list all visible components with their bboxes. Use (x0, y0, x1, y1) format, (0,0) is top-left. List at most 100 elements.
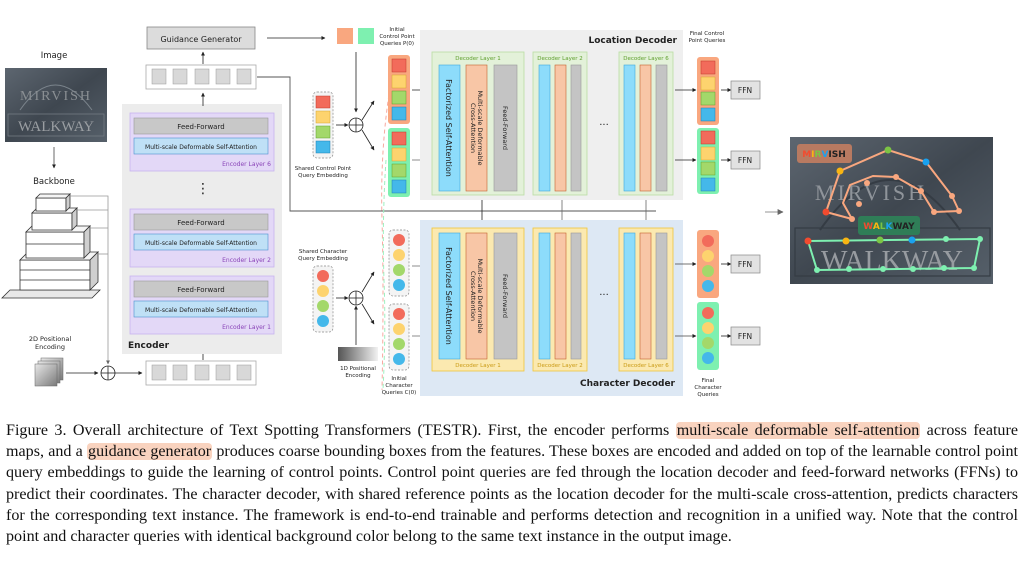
encoder-vdots: ⋮ (196, 181, 210, 197)
initial-char-label-1: Initial (391, 376, 407, 382)
input-image-text-bottom: WALKWAY (18, 119, 94, 135)
add-icon-encoder-input (100, 365, 116, 381)
caption-part-2: across feature maps, and a (6, 422, 1018, 461)
location-decoder-layer-1: Decoder Layer 1 Factorized Self-Attentio… (431, 51, 525, 196)
initial-cp-stack-green (388, 128, 410, 197)
shared-cp-label-1: Shared Control Point (295, 166, 352, 172)
character-decoder-layer-6: Decoder Layer 6 (618, 227, 674, 372)
shared-char-label-2: Query Embedding (298, 256, 348, 262)
initial-char-stack-1 (388, 229, 410, 297)
location-decoder-layer-2: Decoder Layer 2 (532, 51, 588, 196)
encoder-label: Encoder (128, 341, 170, 351)
initial-cp-label-2: Control Point (379, 34, 415, 40)
caption-highlight-guidance-generator: guidance generator (87, 443, 213, 461)
backbone-pyramid (1, 193, 101, 299)
shared-cp-label-2: Query Embedding (298, 173, 348, 179)
char-factorized-self-attention-label: Factorized Self-Attention (444, 247, 453, 345)
final-cp-label-1: Final Control (690, 31, 725, 37)
initial-cp-stack-orange (388, 55, 410, 124)
final-char-label-3: Queries (697, 392, 718, 398)
pos2d-encoding-icon (34, 357, 64, 387)
final-char-label-1: Final (702, 378, 715, 384)
shared-char-query-embedding (312, 265, 334, 333)
initial-char-label-2: Character (385, 383, 413, 389)
pos2d-label-1: 2D Positional (29, 335, 71, 343)
ffn-cp-1: FFN (730, 80, 761, 100)
dashed-correspondence-green (382, 159, 387, 391)
final-char-stack-green (697, 302, 719, 370)
encoder-layer-1-ff: Feed-Forward (177, 286, 224, 294)
add-icon-cp (348, 117, 364, 133)
encoder-layer-6-ff: Feed-Forward (177, 123, 224, 131)
initial-cp-label-1: Initial (389, 27, 405, 33)
add-icon-char (348, 290, 364, 306)
char-cross-attention-label-2: Cross-Attention (469, 271, 477, 321)
factorized-self-attention-label: Factorized Self-Attention (444, 79, 453, 177)
ffn-char-1: FFN (730, 254, 761, 274)
ffn-cp-2-label: FFN (738, 156, 752, 165)
cross-attention-label-1: Multi-scale Deformable (476, 90, 484, 165)
pos1d-encoding-bar (338, 347, 378, 361)
location-decoder-layer-6: Decoder Layer 6 (618, 51, 674, 196)
output-label-walkway: WALKWAY (863, 222, 915, 232)
svg-text:WALKWAY: WALKWAY (821, 246, 963, 277)
ffn-cp-1-label: FFN (738, 86, 752, 95)
ffn-char-2: FFN (730, 326, 761, 346)
image-label: Image (41, 51, 68, 61)
encoder-layer-1-attn: Multi-scale Deformable Self-Attention (145, 307, 257, 314)
backbone-label: Backbone (33, 177, 75, 187)
character-decoder-layer-2-label: Decoder Layer 2 (537, 363, 582, 369)
guidance-generator-label: Guidance Generator (160, 35, 242, 44)
ffn-char-1-label: FFN (738, 260, 752, 269)
character-decoder-ellipsis: ··· (599, 290, 609, 301)
ffn-char-2-label: FFN (738, 332, 752, 341)
dashed-correspondence-orange (381, 87, 391, 391)
input-image-text-top: MIRVISH (20, 89, 92, 104)
pos2d-label-2: Encoding (35, 343, 65, 351)
character-decoder-label: Character Decoder (580, 379, 676, 389)
figure-caption: Figure 3. Overall architecture of Text S… (6, 420, 1018, 547)
location-decoder-layer-1-label: Decoder Layer 1 (455, 56, 500, 62)
char-feed-forward-label: Feed-Forward (501, 274, 509, 318)
final-cp-stack-orange (697, 57, 719, 125)
pos1d-label-1: 1D Positional (340, 366, 376, 372)
character-decoder-layer-1-label: Decoder Layer 1 (455, 363, 500, 369)
caption-part-1: Figure 3. Overall architecture of Text S… (6, 422, 676, 439)
initial-char-label-3: Queries C(0) (382, 390, 417, 396)
encoder-layer-2-ff: Feed-Forward (177, 219, 224, 227)
location-decoder-layer-6-label: Decoder Layer 6 (623, 56, 669, 62)
char-cross-attention-label-1: Multi-scale Deformable (476, 258, 484, 333)
encoder-layer-2-name: Encoder Layer 2 (222, 257, 271, 264)
cross-attention-label-2: Cross-Attention (469, 103, 477, 153)
location-decoder-ellipsis: ··· (599, 120, 609, 131)
mirvish-polygon (825, 148, 961, 221)
encoder-layer-6: Feed-Forward Multi-scale Deformable Self… (129, 112, 275, 172)
encoder-layer-1-name: Encoder Layer 1 (222, 324, 271, 331)
memory-connection-line (257, 76, 656, 212)
initial-cp-query-green (358, 28, 374, 44)
output-label-mirvish: MIRVISH (802, 150, 846, 160)
feed-forward-label: Feed-Forward (501, 106, 509, 150)
initial-char-stack-2 (388, 303, 410, 371)
location-decoder-layer-2-label: Decoder Layer 2 (537, 56, 582, 62)
pos1d-label-2: Encoding (345, 373, 370, 379)
initial-cp-label-3: Queries P(0) (380, 41, 414, 47)
input-image: MIRVISH WALKWAY (5, 68, 107, 142)
architecture-diagram: Image MIRVISH WALKWAY Backbone 2D Positi… (1, 26, 993, 398)
final-cp-stack-green (697, 128, 719, 194)
output-image: MIRVISH WALKWAY MIRVISH (790, 137, 993, 284)
shared-char-label-1: Shared Character (299, 249, 348, 255)
caption-highlight-self-attention: multi-scale deformable self-attention (675, 422, 921, 439)
character-decoder-layer-2: Decoder Layer 2 (532, 227, 588, 372)
character-decoder-layer-6-label: Decoder Layer 6 (623, 363, 669, 369)
encoder-layer-2: Feed-Forward Multi-scale Deformable Self… (129, 208, 275, 268)
final-char-label-2: Character (694, 385, 722, 391)
character-decoder-layer-1: Factorized Self-Attention Multi-scale De… (431, 227, 525, 372)
encoder-output-tokens (145, 64, 257, 90)
caption-part-3: produces coarse bounding boxes from the … (6, 443, 1018, 546)
guidance-generator-box (146, 26, 256, 50)
encoder-layer-6-name: Encoder Layer 6 (222, 161, 271, 168)
initial-cp-query-orange (337, 28, 353, 44)
ffn-cp-2: FFN (730, 150, 761, 170)
encoder-input-tokens (145, 360, 257, 386)
